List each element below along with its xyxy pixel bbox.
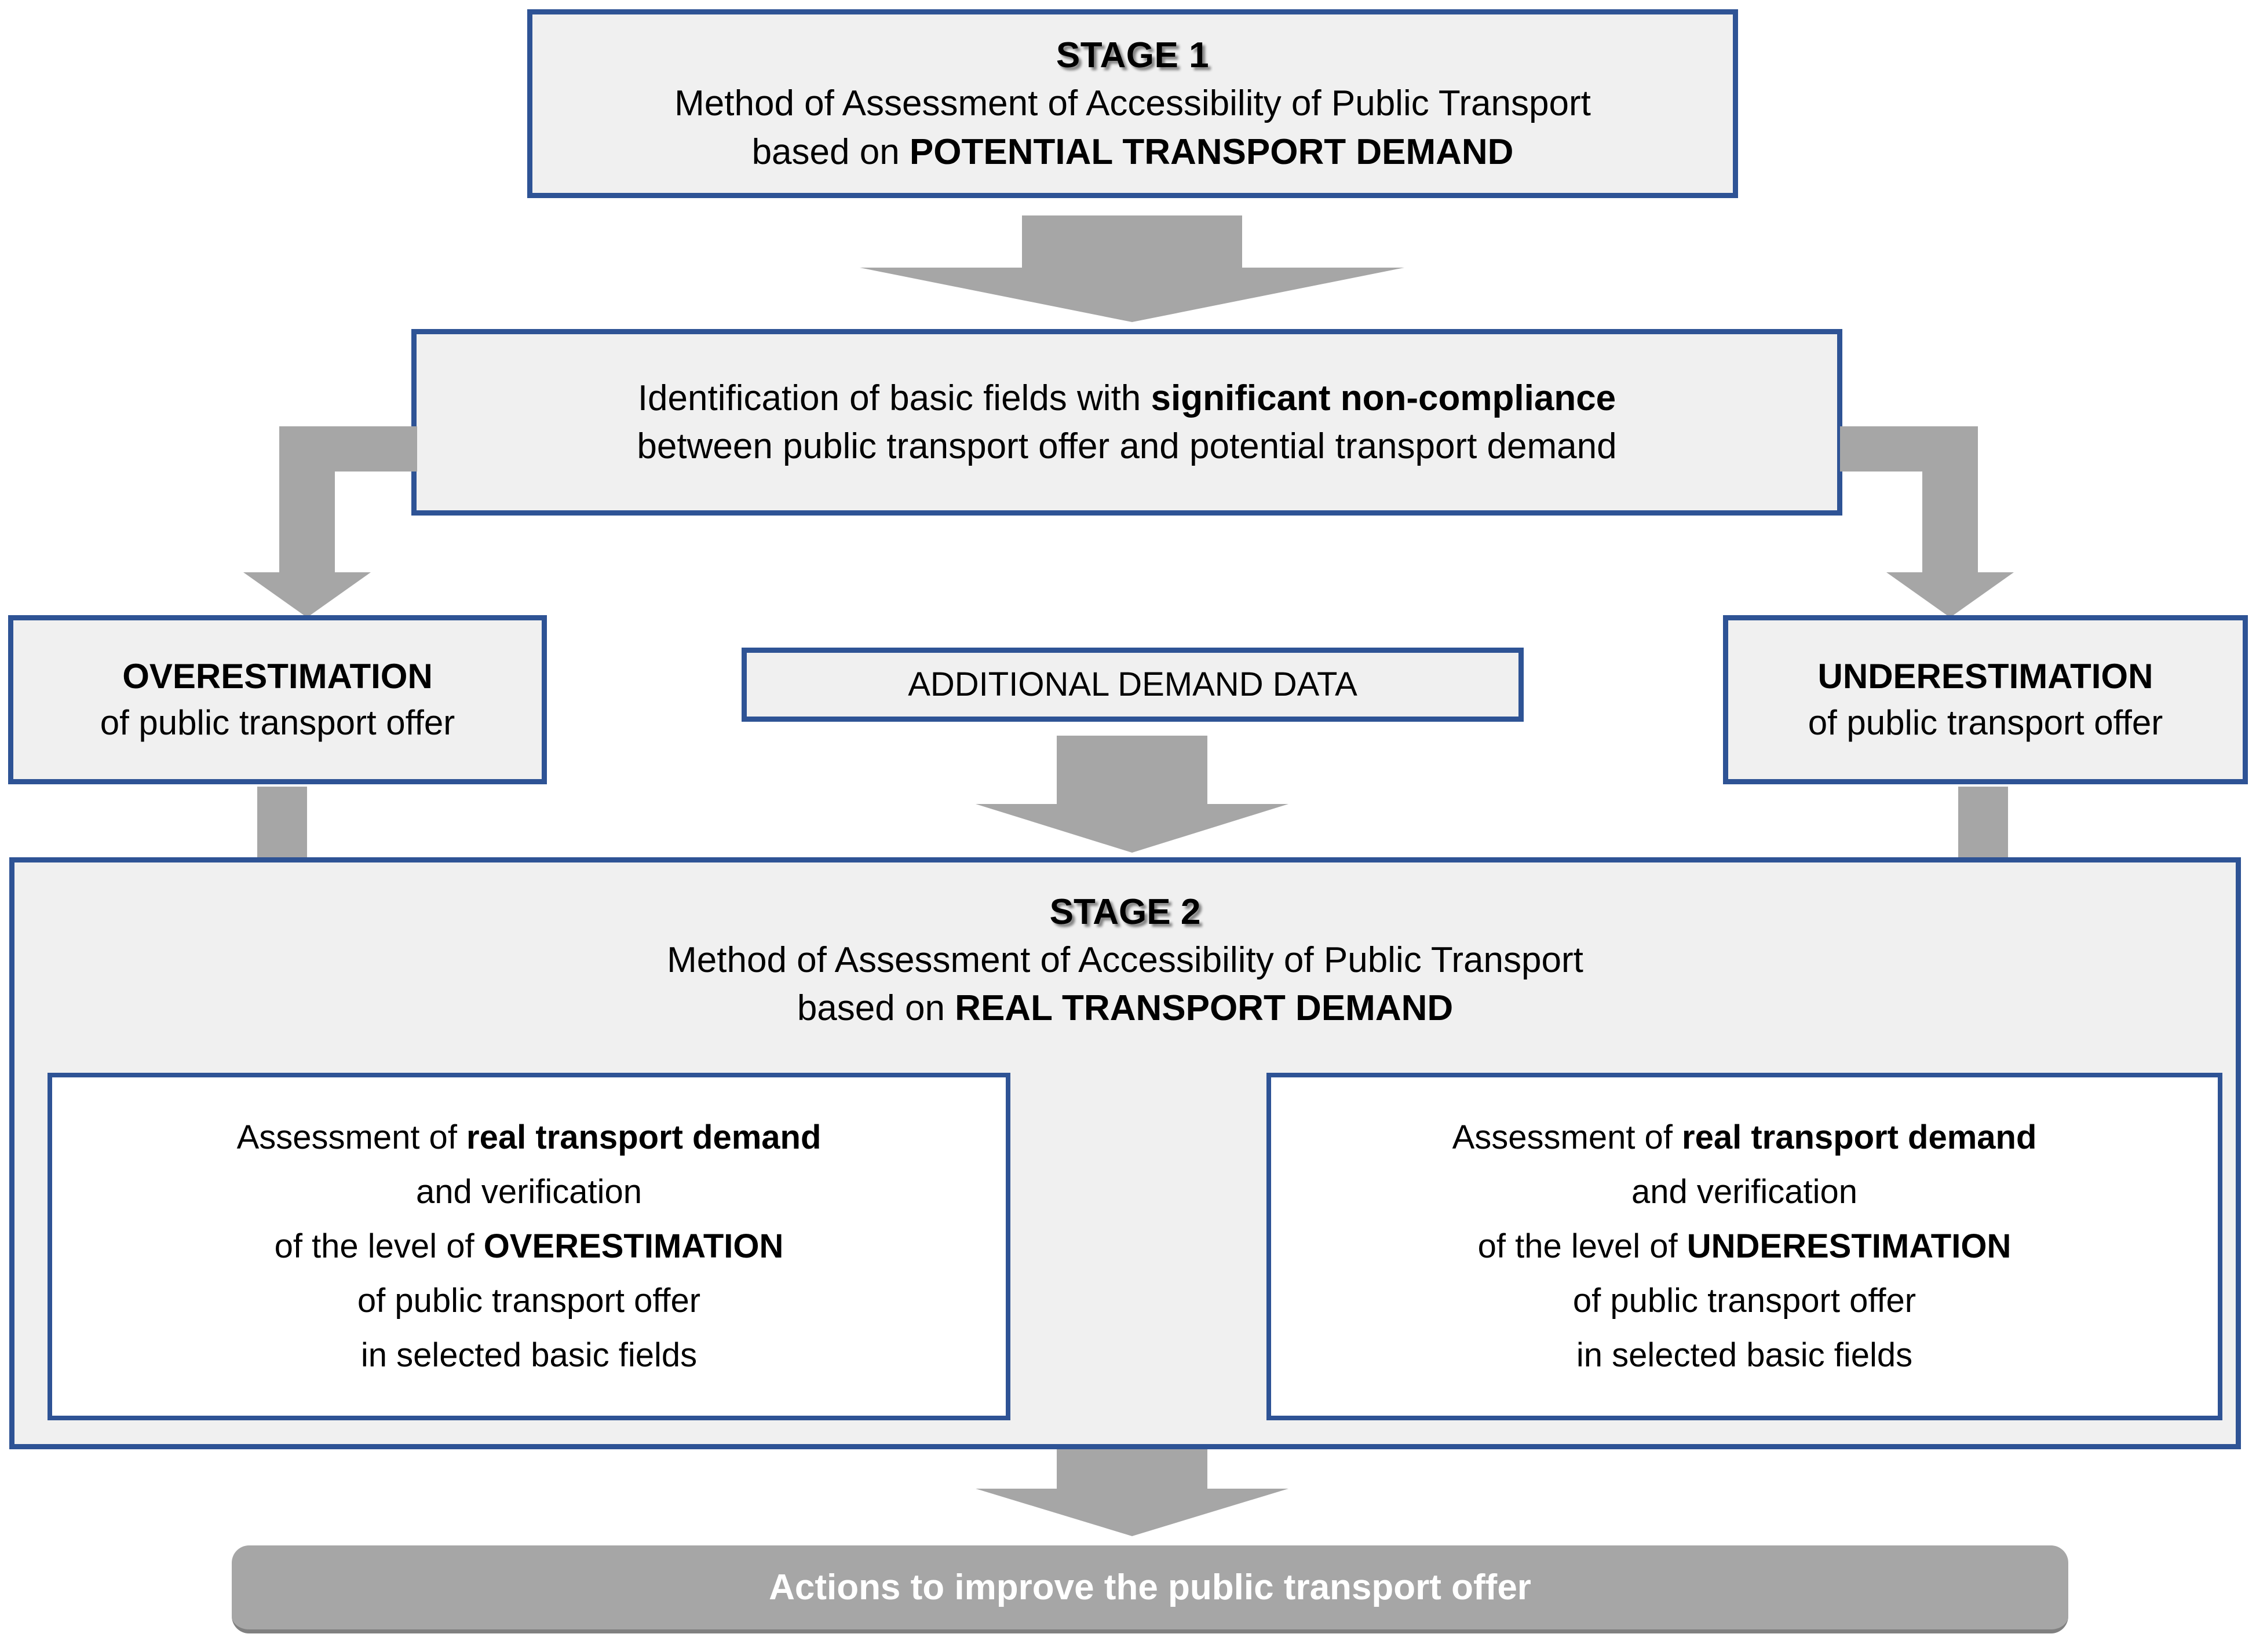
overestimation-heading: OVERESTIMATION xyxy=(122,656,433,696)
additional-demand-data-box: ADDITIONAL DEMAND DATA xyxy=(742,648,1524,722)
stage2-line2-bold: REAL TRANSPORT DEMAND xyxy=(955,988,1454,1029)
arrow-identification-to-overestimation xyxy=(243,426,417,617)
assessment-right-line1: Assessment of real transport demand xyxy=(1452,1110,2037,1165)
arrow-stage2-to-banner xyxy=(976,1449,1288,1536)
assessment-underestimation-box: Assessment of real transport demand and … xyxy=(1266,1073,2222,1420)
assessment-left-line1-bold: real transport demand xyxy=(466,1119,822,1157)
assessment-left-line3-bold: OVERESTIMATION xyxy=(483,1227,784,1266)
assessment-right-line2: and verification xyxy=(1631,1173,1858,1211)
stage2-line2-prefix: based on xyxy=(797,988,955,1029)
assessment-left-line3: of the level of OVERESTIMATION xyxy=(275,1219,784,1274)
overestimation-subtitle: of public transport offer xyxy=(100,703,455,742)
underestimation-subtitle: of public transport offer xyxy=(1808,703,2163,742)
assessment-right-line1-prefix: Assessment of xyxy=(1452,1119,1682,1157)
identification-box: Identification of basic fields with sign… xyxy=(411,329,1842,516)
underestimation-heading: UNDERESTIMATION xyxy=(1817,656,2153,696)
stage2-title: STAGE 2 xyxy=(1049,892,1201,932)
assessment-left-line1: Assessment of real transport demand xyxy=(237,1110,822,1165)
identification-line2: between public transport offer and poten… xyxy=(637,426,1617,466)
additional-demand-label: ADDITIONAL DEMAND DATA xyxy=(908,666,1357,704)
underestimation-box: UNDERESTIMATION of public transport offe… xyxy=(1723,615,2248,784)
stage1-line2-prefix: based on xyxy=(751,131,910,172)
assessment-overestimation-box: Assessment of real transport demand and … xyxy=(48,1073,1010,1420)
stage2-line1: Method of Assessment of Accessibility of… xyxy=(667,940,1583,981)
arrow-identification-to-underestimation xyxy=(1840,426,2014,617)
stage1-title: STAGE 1 xyxy=(1056,35,1210,76)
actions-banner: Actions to improve the public transport … xyxy=(232,1545,2068,1633)
assessment-left-line4: of public transport offer xyxy=(357,1281,701,1320)
assessment-right-line1-bold: real transport demand xyxy=(1682,1119,2037,1157)
identification-line1: Identification of basic fields with sign… xyxy=(638,374,1616,422)
stage1-line1: Method of Assessment of Accessibility of… xyxy=(674,83,1591,124)
assessment-left-line2: and verification xyxy=(415,1173,643,1211)
arrow-additional-demand-to-stage2 xyxy=(976,736,1288,853)
assessment-right-line3-prefix: of the level of xyxy=(1477,1227,1687,1266)
assessment-right-line3-bold: UNDERESTIMATION xyxy=(1686,1227,2012,1266)
assessment-right-line4: of public transport offer xyxy=(1572,1281,1916,1320)
assessment-left-line1-prefix: Assessment of xyxy=(236,1119,467,1157)
overestimation-box: OVERESTIMATION of public transport offer xyxy=(8,615,547,784)
assessment-right-line5: in selected basic fields xyxy=(1576,1336,1913,1374)
arrow-stage1-to-identification xyxy=(860,215,1404,322)
stage1-box: STAGE 1 Method of Assessment of Accessib… xyxy=(527,9,1738,198)
stage1-line2: based on POTENTIAL TRANSPORT DEMAND xyxy=(752,128,1514,176)
assessment-left-line5: in selected basic fields xyxy=(360,1336,698,1374)
identification-line1-bold: significant non-compliance xyxy=(1151,378,1616,418)
assessment-right-line3: of the level of UNDERESTIMATION xyxy=(1478,1219,2012,1274)
stage2-line2: based on REAL TRANSPORT DEMAND xyxy=(797,984,1453,1032)
identification-line1-prefix: Identification of basic fields with xyxy=(637,378,1151,418)
actions-banner-label: Actions to improve the public transport … xyxy=(769,1567,1531,1607)
assessment-left-line3-prefix: of the level of xyxy=(274,1227,484,1266)
stage1-line2-bold: POTENTIAL TRANSPORT DEMAND xyxy=(909,131,1514,172)
